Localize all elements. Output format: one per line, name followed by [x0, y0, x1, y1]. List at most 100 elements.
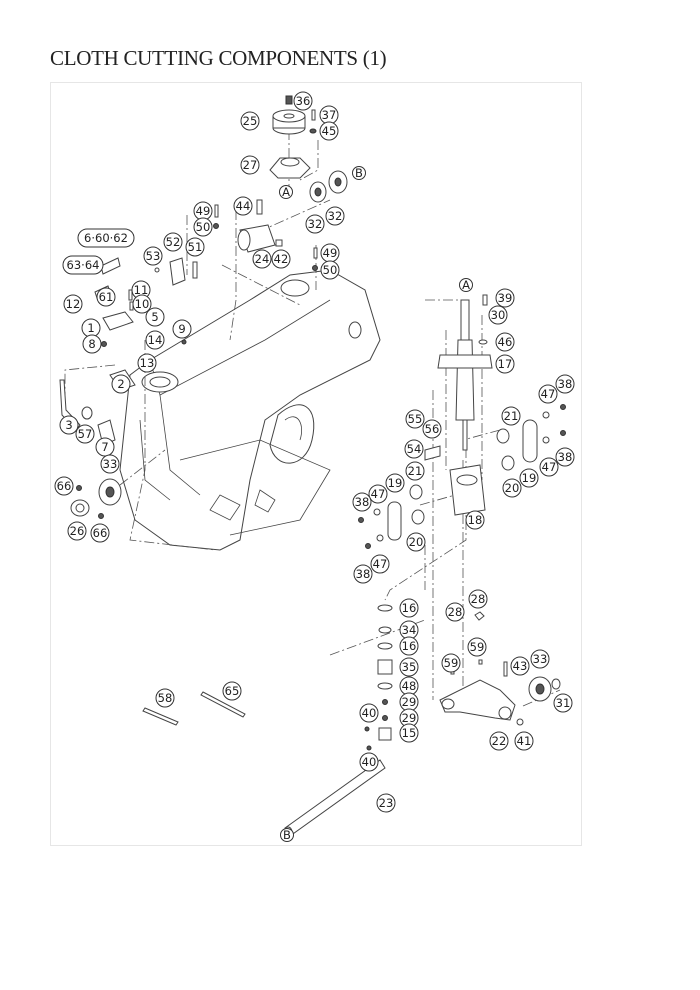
callout-circle — [488, 305, 508, 325]
callout-circle — [468, 589, 488, 609]
callout-circle — [502, 478, 522, 498]
part-callout-3: 3 — [59, 415, 79, 435]
part-callout-49: 49 — [193, 201, 213, 221]
part-callout-66: 66 — [90, 523, 110, 543]
callout-circle — [495, 332, 515, 352]
callout-number: 59 — [444, 656, 459, 670]
callout-circle — [320, 260, 340, 280]
callout-number: 26 — [70, 524, 85, 538]
part-callout-43: 43 — [510, 656, 530, 676]
part-callout-33: 33 — [100, 454, 120, 474]
callout-number: 50 — [323, 263, 338, 277]
part-callout-46: 46 — [495, 332, 515, 352]
callout-number: 40 — [362, 706, 377, 720]
part-callout-42: 42 — [271, 249, 291, 269]
part-callout-19: 19 — [519, 468, 539, 488]
callout-number: 28 — [448, 605, 463, 619]
part-callout-19: 19 — [385, 473, 405, 493]
part-callout-28: 28 — [445, 602, 465, 622]
reference-marker-B: B — [280, 828, 294, 842]
callout-circle — [376, 793, 396, 813]
callout-number: 49 — [323, 246, 338, 260]
part-callout-26: 26 — [67, 521, 87, 541]
part-callout-1: 1 — [81, 318, 101, 338]
top-gear-assembly — [269, 95, 348, 203]
callout-number: 39 — [498, 291, 513, 305]
part-callout-36: 36 — [293, 91, 313, 111]
part-callout-47: 47 — [370, 554, 390, 574]
part-callout-29: 29 — [399, 692, 419, 712]
callout-circle — [359, 703, 379, 723]
callout-circle — [137, 353, 157, 373]
callout-circle — [404, 439, 424, 459]
callout-number: 34 — [402, 623, 417, 637]
callout-circle — [132, 294, 152, 314]
callout-number: A — [282, 185, 290, 199]
part-callout-57: 57 — [75, 424, 95, 444]
callout-number: 18 — [468, 513, 483, 527]
callout-number: 29 — [402, 711, 417, 725]
callout-circle — [352, 166, 366, 180]
callout-number: 29 — [402, 695, 417, 709]
part-callout-41: 41 — [514, 731, 534, 751]
callout-number: 17 — [498, 357, 513, 371]
callout-circle — [539, 457, 559, 477]
callout-circle — [459, 278, 473, 292]
part-callout-65: 65 — [222, 681, 242, 701]
callout-number: 16 — [402, 639, 417, 653]
svg-text:63·64: 63·64 — [67, 258, 100, 272]
part-callout-45: 45 — [319, 121, 339, 141]
callout-circle — [145, 330, 165, 350]
callout-number: 61 — [99, 290, 114, 304]
part-callout-12: 12 — [63, 294, 83, 314]
callout-circle — [352, 492, 372, 512]
callout-circle — [319, 121, 339, 141]
part-callout-10: 10 — [132, 294, 152, 314]
callout-number: 8 — [88, 337, 95, 351]
part-callout-56: 56 — [422, 419, 442, 439]
callout-circle — [145, 307, 165, 327]
callout-circle — [305, 214, 325, 234]
part-callout-50: 50 — [193, 217, 213, 237]
callout-circle — [501, 406, 521, 426]
callout-circle — [193, 217, 213, 237]
callout-number: 57 — [78, 427, 93, 441]
callout-number: 23 — [379, 796, 394, 810]
left-linkage-parts — [59, 257, 187, 519]
part-callout-40: 40 — [359, 752, 379, 772]
callout-circle — [553, 693, 573, 713]
callout-number: 38 — [356, 567, 371, 581]
part-callout-2: 2 — [111, 374, 131, 394]
callout-circle — [252, 249, 272, 269]
callout-circle — [399, 598, 419, 618]
part-callout-31: 31 — [553, 693, 573, 713]
part-callout-51: 51 — [185, 237, 205, 257]
part-callout-38: 38 — [555, 447, 575, 467]
callout-number: 7 — [101, 440, 108, 454]
callout-circle — [385, 473, 405, 493]
callout-circle — [514, 731, 534, 751]
part-callout-21: 21 — [501, 406, 521, 426]
callout-number: 11 — [134, 283, 149, 297]
callout-number: 31 — [556, 696, 571, 710]
callout-circle — [82, 334, 102, 354]
diagram-frame — [50, 82, 582, 846]
callout-number: 35 — [402, 660, 417, 674]
callout-circle — [538, 384, 558, 404]
part-callout-52: 52 — [163, 232, 183, 252]
callout-circle — [422, 419, 442, 439]
callout-circle — [280, 828, 294, 842]
callout-number: 36 — [296, 94, 311, 108]
callout-circle — [353, 564, 373, 584]
callout-circle — [359, 752, 379, 772]
part-callout-59: 59 — [441, 653, 461, 673]
callout-number: 54 — [407, 442, 422, 456]
part-callout-47: 47 — [538, 384, 558, 404]
callout-circle — [233, 196, 253, 216]
part-callout-38: 38 — [353, 564, 373, 584]
callout-circle — [143, 246, 163, 266]
callout-number: 58 — [158, 691, 173, 705]
part-callout-20: 20 — [406, 532, 426, 552]
callout-number: 47 — [542, 460, 557, 474]
